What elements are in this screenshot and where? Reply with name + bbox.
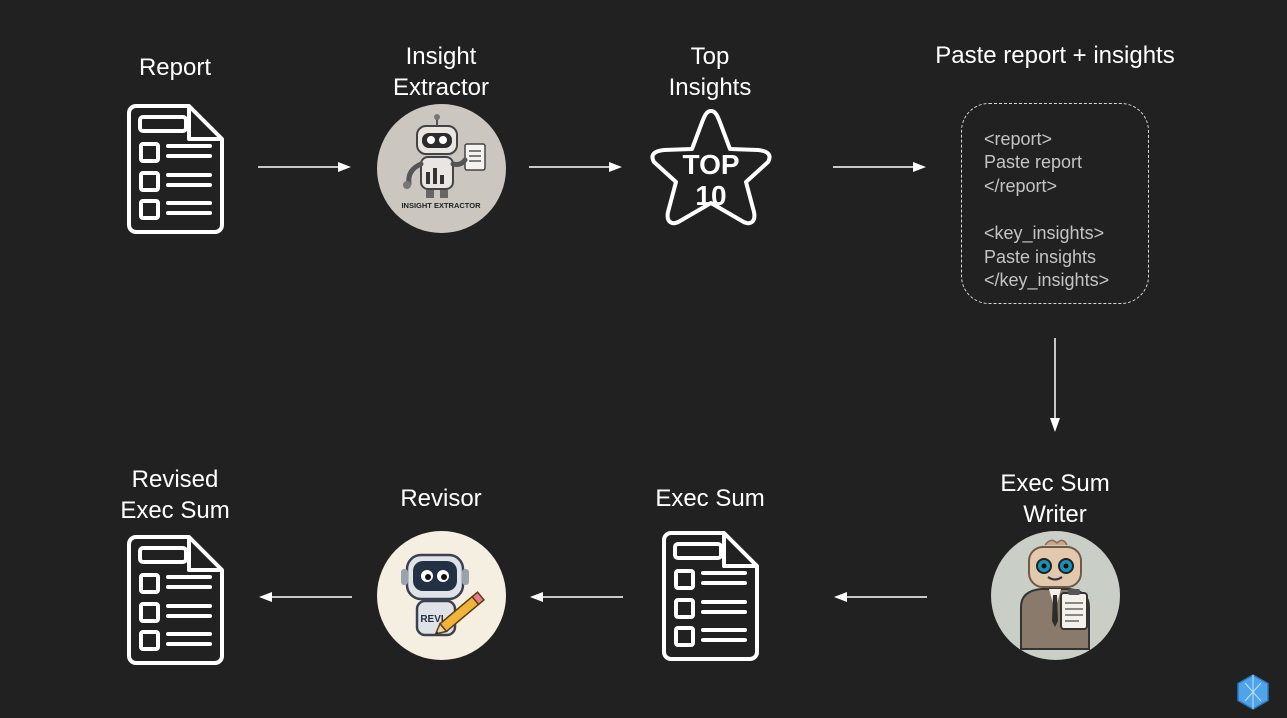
- top-10-star-icon: TOP 10: [644, 105, 778, 233]
- insight-extractor-badge: INSIGHT EXTRACTOR: [401, 201, 481, 210]
- insight-extractor-robot-icon: INSIGHT EXTRACTOR: [377, 104, 506, 233]
- arrow-right-icon: [258, 160, 352, 174]
- insight-extractor-label: Insight Extractor: [392, 43, 490, 101]
- ten-text: 10: [695, 180, 726, 211]
- arrow-left-icon: [258, 590, 352, 604]
- paste-label: Paste report + insights: [935, 42, 1175, 69]
- exec-sum-writer-label: Exec Sum Writer: [1000, 470, 1110, 528]
- prompt-line: </report>: [984, 176, 1058, 196]
- arrow-left-icon: [529, 590, 623, 604]
- arrow-down-icon: [1048, 338, 1062, 433]
- arrow-right-icon: [833, 160, 927, 174]
- prompt-line: Paste insights: [984, 247, 1097, 267]
- revised-exec-sum-label: Revised Exec Sum: [120, 466, 230, 524]
- top-insights-label: Top Insights: [668, 43, 752, 101]
- revised-exec-sum-document-icon: [126, 534, 226, 666]
- revisor-robot-icon: REVI: [377, 531, 506, 660]
- report-document-icon: [126, 103, 226, 235]
- revisor-label: Revisor: [400, 485, 482, 512]
- prompt-line: <report>: [984, 129, 1053, 149]
- prompt-line: <key_insights>: [984, 223, 1105, 243]
- report-label: Report: [138, 54, 212, 81]
- prompt-line: </key_insights>: [984, 270, 1110, 290]
- prompt-template-box: [961, 103, 1149, 304]
- arrow-left-icon: [833, 590, 927, 604]
- exec-sum-document-icon: [661, 530, 761, 662]
- arrow-right-icon: [529, 160, 623, 174]
- top-text: TOP: [682, 149, 739, 180]
- logo-icon: [1236, 674, 1270, 710]
- exec-sum-writer-robot-icon: [991, 531, 1120, 660]
- revisor-badge: REVI: [420, 614, 444, 625]
- exec-sum-label: Exec Sum: [655, 485, 765, 512]
- prompt-line: Paste report: [984, 152, 1083, 172]
